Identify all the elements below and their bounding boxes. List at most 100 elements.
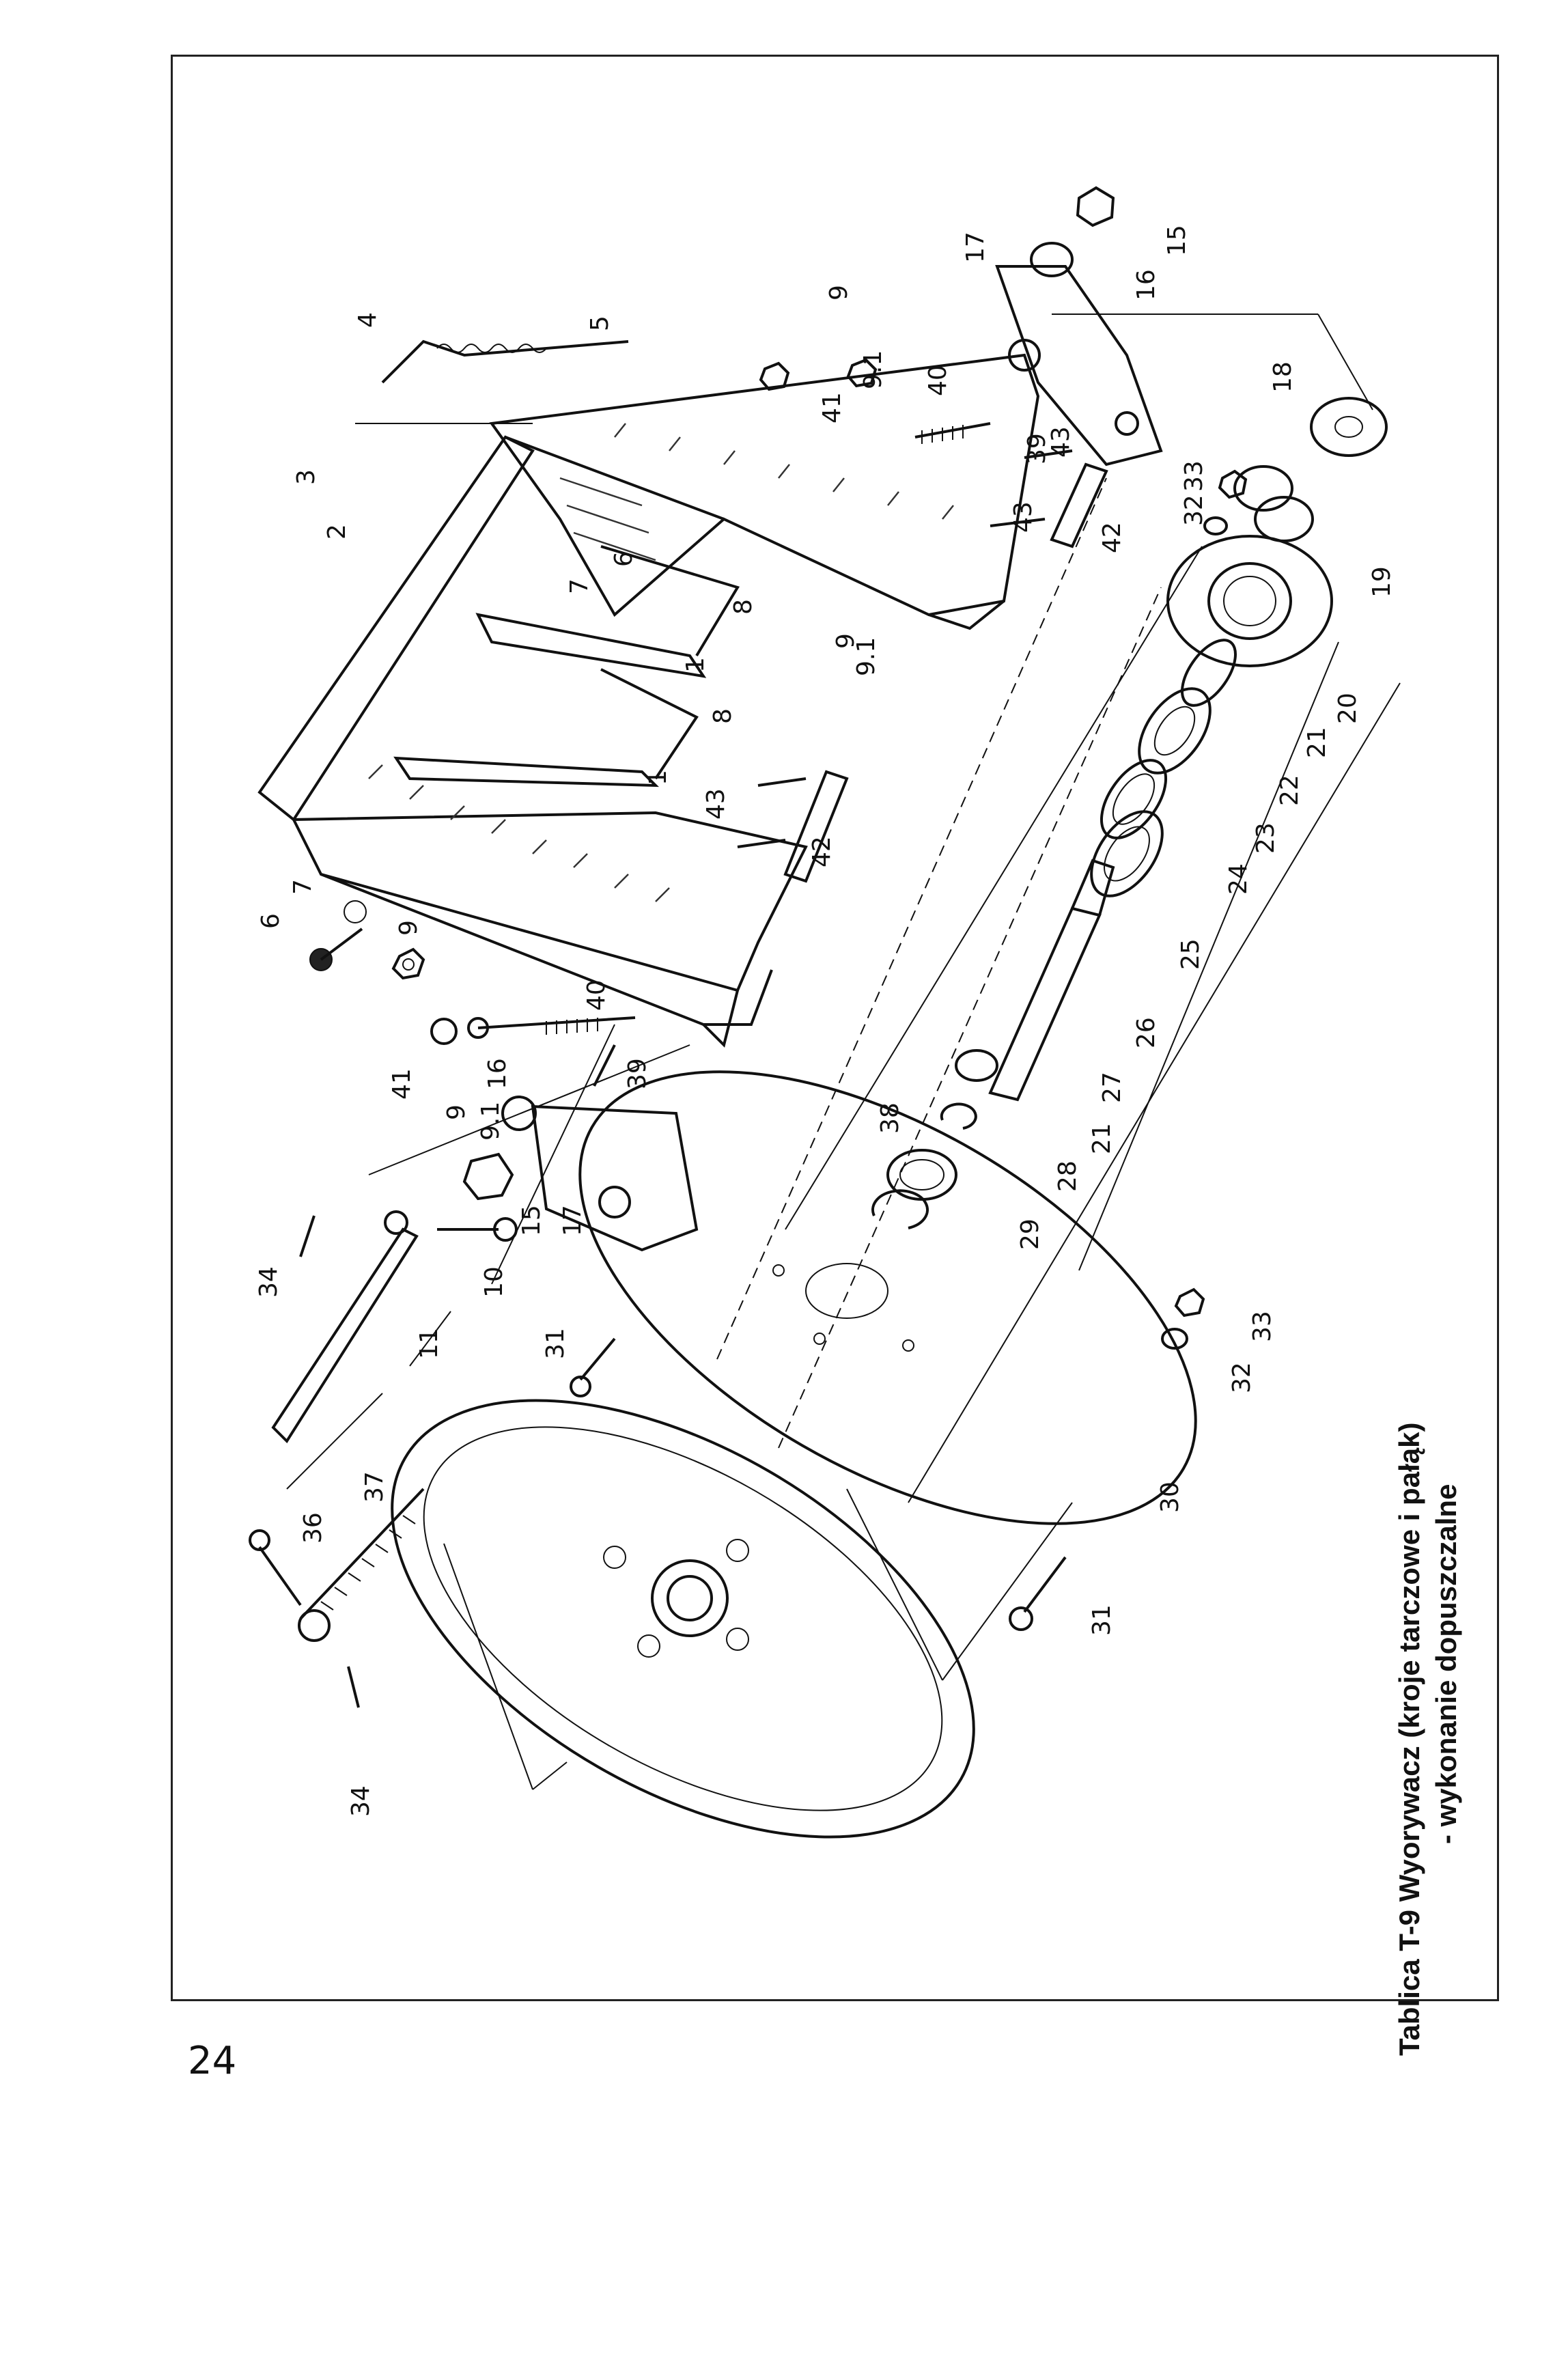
adjusting-screw-40-right bbox=[914, 422, 991, 444]
callout-34b: 34 bbox=[347, 1785, 375, 1817]
callout-39a: 39 bbox=[1023, 433, 1051, 464]
callout-42a: 42 bbox=[1098, 522, 1126, 553]
callout-23: 23 bbox=[1252, 822, 1280, 854]
bearing-25 bbox=[1090, 810, 1164, 897]
callout-16b: 16 bbox=[484, 1058, 512, 1089]
pin-42-right bbox=[1050, 462, 1108, 548]
callout-43a: 43 bbox=[1047, 426, 1075, 458]
disc-30 bbox=[578, 1070, 1197, 1525]
bolt-6-left bbox=[309, 900, 367, 971]
callout-32a: 32 bbox=[1180, 494, 1208, 526]
callout-36: 36 bbox=[299, 1512, 327, 1544]
callout-11: 11 bbox=[415, 1328, 443, 1359]
callout-43c: 43 bbox=[702, 788, 730, 820]
callout-17a: 17 bbox=[962, 232, 990, 263]
adjusting-screw-40-left bbox=[430, 1016, 636, 1045]
callout-32b: 32 bbox=[1228, 1362, 1256, 1393]
bracket-plate-1 bbox=[393, 613, 707, 788]
nuts-9-top bbox=[759, 358, 878, 391]
figure-caption: Tablica T-9 Wyorywacz (kroje tarczowe i … bbox=[1393, 1423, 1463, 2056]
callout-40b: 40 bbox=[583, 979, 611, 1011]
callout-38: 38 bbox=[876, 1102, 904, 1134]
washers-19 bbox=[1233, 465, 1314, 542]
callout-26: 26 bbox=[1132, 1017, 1160, 1048]
callout-31a: 31 bbox=[542, 1328, 570, 1359]
bolt-36 bbox=[249, 1529, 302, 1606]
split-pin-34-bottom bbox=[347, 1666, 360, 1708]
spring-37 bbox=[298, 1488, 425, 1642]
seal-22 bbox=[1180, 639, 1237, 707]
callout-22: 22 bbox=[1276, 775, 1304, 806]
callout-27: 27 bbox=[1098, 1072, 1126, 1103]
page-number: 24 bbox=[188, 2039, 237, 2083]
rods-8 bbox=[600, 545, 740, 780]
callout-6a: 6 bbox=[610, 551, 638, 567]
split-pin-34-top bbox=[299, 1215, 316, 1257]
callout-29: 29 bbox=[1016, 1218, 1044, 1250]
callout-7a: 7 bbox=[565, 579, 593, 594]
callout-9a: 9 bbox=[825, 285, 853, 301]
nut-9-left bbox=[391, 947, 425, 980]
callout-4: 4 bbox=[354, 312, 382, 328]
bearing-23 bbox=[1138, 687, 1212, 775]
bolt-31-right bbox=[1009, 1556, 1067, 1631]
caption-title: Tablica T-9 Wyorywacz (kroje tarczowe i … bbox=[1393, 1422, 1425, 2056]
callout-24: 24 bbox=[1224, 863, 1252, 895]
main-frame-assembly bbox=[257, 353, 1040, 1048]
washer-32-top bbox=[1203, 516, 1228, 535]
callout-91c: 9.1 bbox=[477, 1102, 505, 1141]
callout-8a: 8 bbox=[729, 599, 757, 615]
callout-33b: 33 bbox=[1248, 1311, 1276, 1342]
callout-42b: 42 bbox=[808, 836, 836, 867]
pin-42-left bbox=[783, 770, 849, 883]
ring-27-21 bbox=[940, 1049, 998, 1130]
callout-37: 37 bbox=[361, 1471, 389, 1503]
callout-labels: 1 1 2 3 4 5 6 6 7 7 8 8 9 9 9 9 9.1 9.1 … bbox=[255, 225, 1396, 1817]
callout-28: 28 bbox=[1054, 1160, 1082, 1192]
callout-30: 30 bbox=[1156, 1481, 1184, 1513]
hub-20 bbox=[1166, 535, 1333, 667]
drawing-frame bbox=[171, 55, 1499, 2001]
nut-33-bottom bbox=[1174, 1287, 1205, 1318]
pin-39-left bbox=[593, 1044, 616, 1087]
callout-17b: 17 bbox=[559, 1205, 587, 1236]
callout-5: 5 bbox=[586, 316, 614, 331]
callout-41a: 41 bbox=[818, 392, 846, 423]
callout-91a: 9.1 bbox=[859, 350, 887, 389]
assembly-lines bbox=[286, 313, 1401, 1790]
nut-15-right bbox=[1076, 186, 1115, 227]
ring-24 bbox=[1100, 759, 1168, 839]
callout-9d: 9 bbox=[443, 1104, 471, 1120]
callout-15a: 15 bbox=[1163, 225, 1191, 256]
callout-18: 18 bbox=[1269, 361, 1297, 393]
callout-33a: 33 bbox=[1180, 460, 1208, 492]
callout-21b: 21 bbox=[1088, 1123, 1116, 1154]
split-pins-43 bbox=[737, 449, 1073, 848]
callout-91b: 9.1 bbox=[852, 637, 880, 676]
callout-39b: 39 bbox=[624, 1058, 652, 1089]
callout-8b: 8 bbox=[709, 708, 737, 724]
washer-18 bbox=[1310, 397, 1388, 457]
clamp-17-right bbox=[995, 265, 1163, 466]
callout-25: 25 bbox=[1177, 938, 1205, 970]
callout-15b: 15 bbox=[518, 1205, 546, 1236]
callout-9c: 9 bbox=[832, 633, 860, 649]
disc-front bbox=[391, 1399, 975, 1839]
callout-9b: 9 bbox=[395, 920, 423, 936]
caption-subtitle: - wykonanie dopuszczalne bbox=[1430, 1483, 1462, 1844]
callout-1b: 1 bbox=[644, 770, 672, 785]
callout-10: 10 bbox=[480, 1266, 508, 1298]
callout-1a: 1 bbox=[682, 657, 710, 673]
callout-40a: 40 bbox=[924, 365, 952, 396]
bolt-31-left bbox=[570, 1337, 616, 1397]
chain-4-5 bbox=[381, 339, 629, 384]
callout-19: 19 bbox=[1368, 566, 1396, 598]
callout-2: 2 bbox=[323, 524, 351, 540]
callout-31b: 31 bbox=[1088, 1604, 1116, 1636]
callout-20: 20 bbox=[1334, 693, 1362, 724]
rod-11 bbox=[271, 1210, 419, 1444]
washer-16-right bbox=[1030, 242, 1074, 277]
bolt-10 bbox=[437, 1217, 518, 1242]
callout-34a: 34 bbox=[255, 1266, 283, 1298]
